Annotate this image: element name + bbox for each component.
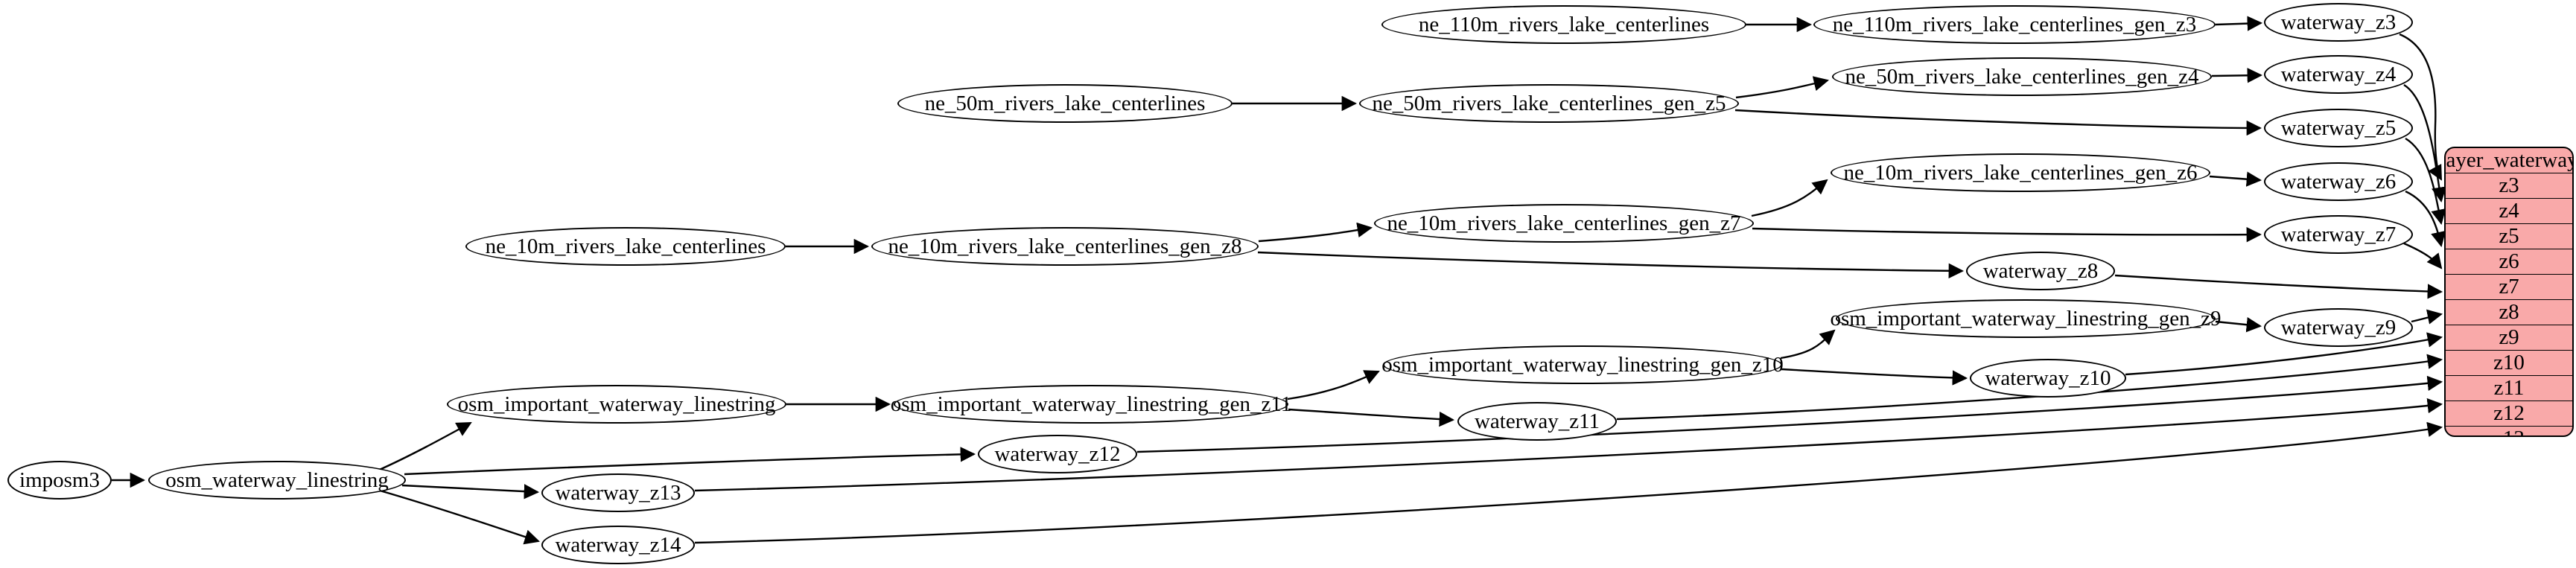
node-label: imposm3 [19, 468, 100, 492]
node-label: waterway_z3 [2280, 10, 2397, 34]
edge-waterway_z12-to-row_z12 [1136, 375, 2443, 453]
node-label: ne_50m_rivers_lake_centerlines_gen_z5 [1372, 91, 1726, 115]
record-row-z8: z8 [2446, 299, 2572, 325]
edge-gen_z11-to-gen_z10 [1287, 370, 1380, 401]
node-label: waterway_z13 [555, 480, 681, 505]
edge-waterway_z5-to-row_z5 [2405, 137, 2446, 226]
node-osm_important_waterway_linestring_gen_z10: osm_important_waterway_linestring_gen_z1… [1381, 345, 1784, 384]
edge-waterway_z8-to-row_z8 [2114, 274, 2443, 299]
record-row-z4: z4 [2446, 198, 2572, 223]
edge-gen_z7-to-gen_z6 [1751, 179, 1828, 217]
node-label: waterway_z10 [1985, 366, 2111, 390]
edge-gen_z11-to-waterway_z11 [1288, 408, 1455, 427]
node-ne_50m_rivers_lake_centerlines: ne_50m_rivers_lake_centerlines [897, 84, 1233, 123]
node-label: ne_110m_rivers_lake_centerlines [1418, 12, 1710, 36]
node-ne_50m_rivers_lake_centerlines_gen_z4: ne_50m_rivers_lake_centerlines_gen_z4 [1832, 57, 2212, 96]
record-row-z12: z12 [2446, 401, 2572, 426]
node-ne_110m_rivers_lake_centerlines: ne_110m_rivers_lake_centerlines [1381, 5, 1746, 44]
edge-waterway_z9-to-row_z9 [2411, 309, 2443, 325]
node-label: osm_waterway_linestring [165, 468, 389, 492]
record-row-z7: z7 [2446, 274, 2572, 299]
edge-gen_z10-to-waterway_z10 [1781, 368, 1968, 386]
node-label: waterway_z6 [2280, 169, 2397, 194]
node-waterway_z14: waterway_z14 [541, 526, 695, 564]
node-label: ne_50m_rivers_lake_centerlines [924, 91, 1206, 115]
edge-waterway_z13-to-row_z13 [694, 398, 2443, 492]
node-waterway_z9: waterway_z9 [2264, 308, 2413, 347]
node-ne_10m_rivers_lake_centerlines_gen_z6: ne_10m_rivers_lake_centerlines_gen_z6 [1831, 153, 2210, 192]
edge-gen_z9-to-waterway_z9 [2215, 317, 2262, 333]
node-waterway_z11: waterway_z11 [1457, 402, 1617, 441]
edge-osm_waterway_linestring-to-osm_important [375, 421, 472, 473]
node-ne_10m_rivers_lake_centerlines: ne_10m_rivers_lake_centerlines [465, 227, 786, 266]
edge-waterway_z6-to-row_z6 [2405, 190, 2446, 247]
node-label: osm_important_waterway_linestring_gen_z1… [890, 392, 1292, 416]
edge-waterway_z4-to-row_z4 [2403, 83, 2447, 203]
edge-waterway_z10-to-row_z10 [2125, 332, 2443, 376]
node-waterway_z8: waterway_z8 [1966, 252, 2115, 290]
node-imposm3: imposm3 [7, 461, 112, 500]
node-waterway_z10: waterway_z10 [1970, 359, 2126, 398]
node-label: waterway_z11 [1474, 409, 1600, 433]
node-label: osm_important_waterway_linestring_gen_z9 [1830, 306, 2222, 331]
node-waterway_z4: waterway_z4 [2264, 55, 2413, 94]
record-row-z3: z3 [2446, 173, 2572, 198]
node-label: waterway_z12 [994, 441, 1121, 466]
record-row-z6: z6 [2446, 249, 2572, 274]
node-waterway_z5: waterway_z5 [2264, 109, 2413, 147]
node-label: waterway_z7 [2280, 222, 2397, 246]
edge-gen_z5-to-gen_z4 [1735, 76, 1829, 99]
record-title: layer_waterway [2444, 148, 2574, 172]
node-waterway_z12: waterway_z12 [978, 435, 1137, 473]
record-row-z5: z5 [2446, 223, 2572, 249]
node-label: ne_50m_rivers_lake_centerlines_gen_z4 [1845, 64, 2199, 89]
edge-waterway_z14-to-row_z14plus [694, 421, 2443, 544]
node-waterway_z3: waterway_z3 [2264, 3, 2413, 42]
record-row-z13: z13 [2446, 426, 2572, 435]
record-row-z10: z10 [2446, 350, 2572, 375]
node-label: ne_110m_rivers_lake_centerlines_gen_z3 [1832, 12, 2197, 36]
edge-gen_z6-to-waterway_z6 [2209, 171, 2262, 187]
node-label: waterway_z8 [1982, 258, 2099, 283]
edge-gen_z8-to-waterway_z8 [1257, 251, 1965, 279]
node-ne_10m_rivers_lake_centerlines_gen_z8: ne_10m_rivers_lake_centerlines_gen_z8 [871, 227, 1259, 266]
edge-osm_waterway_linestring-to-waterway_z14 [379, 489, 540, 545]
node-osm_important_waterway_linestring: osm_important_waterway_linestring [447, 385, 786, 424]
edge-gen_z5-to-waterway_z5 [1734, 109, 2262, 136]
node-label: osm_important_waterway_linestring_gen_z1… [1381, 352, 1784, 377]
node-label: waterway_z5 [2280, 115, 2397, 140]
edge-gen_z4-to-waterway_z4 [2211, 68, 2263, 83]
edge-waterway_z11-to-row_z11 [1616, 354, 2443, 421]
edge-osm_waterway_linestring-to-waterway_z13 [401, 484, 540, 500]
node-osm_waterway_linestring: osm_waterway_linestring [148, 461, 406, 500]
node-ne_50m_rivers_lake_centerlines_gen_z5: ne_50m_rivers_lake_centerlines_gen_z5 [1359, 84, 1739, 123]
node-label: waterway_z14 [555, 532, 681, 557]
node-label: ne_10m_rivers_lake_centerlines_gen_z6 [1843, 160, 2198, 185]
edge-waterway_z7-to-row_z7 [2403, 242, 2443, 269]
edge-osm_waterway_linestring-to-waterway_z12 [404, 447, 976, 476]
node-label: osm_important_waterway_linestring [457, 392, 776, 416]
node-label: ne_10m_rivers_lake_centerlines_gen_z8 [888, 234, 1242, 258]
edge-gen_z7-to-waterway_z7 [1752, 226, 2262, 243]
node-ne_10m_rivers_lake_centerlines_gen_z7: ne_10m_rivers_lake_centerlines_gen_z7 [1374, 204, 1754, 243]
edge-waterway_z3-to-row_z3 [2399, 33, 2443, 181]
node-osm_important_waterway_linestring_gen_z11: osm_important_waterway_linestring_gen_z1… [891, 385, 1291, 424]
record-row-z11: z11 [2446, 375, 2572, 401]
node-waterway_z7: waterway_z7 [2264, 215, 2413, 254]
edge-gen_z3-to-waterway_z3 [2215, 16, 2263, 31]
node-label: ne_10m_rivers_lake_centerlines [485, 234, 766, 258]
node-waterway_z6: waterway_z6 [2264, 162, 2413, 201]
record-layer_waterway: layer_waterway z3 z4 z5 z6 z7 z8 z9 z10 … [2444, 147, 2574, 437]
node-label: ne_10m_rivers_lake_centerlines_gen_z7 [1387, 211, 1741, 235]
record-row-z9: z9 [2446, 325, 2572, 350]
node-osm_important_waterway_linestring_gen_z9: osm_important_waterway_linestring_gen_z9 [1830, 299, 2222, 338]
node-waterway_z13: waterway_z13 [541, 473, 695, 512]
node-ne_110m_rivers_lake_centerlines_gen_z3: ne_110m_rivers_lake_centerlines_gen_z3 [1813, 5, 2216, 44]
edge-gen_z8-to-gen_z7 [1258, 222, 1373, 243]
edge-gen_z10-to-gen_z9 [1780, 329, 1836, 360]
node-label: waterway_z9 [2280, 315, 2397, 339]
node-label: waterway_z4 [2280, 62, 2397, 86]
